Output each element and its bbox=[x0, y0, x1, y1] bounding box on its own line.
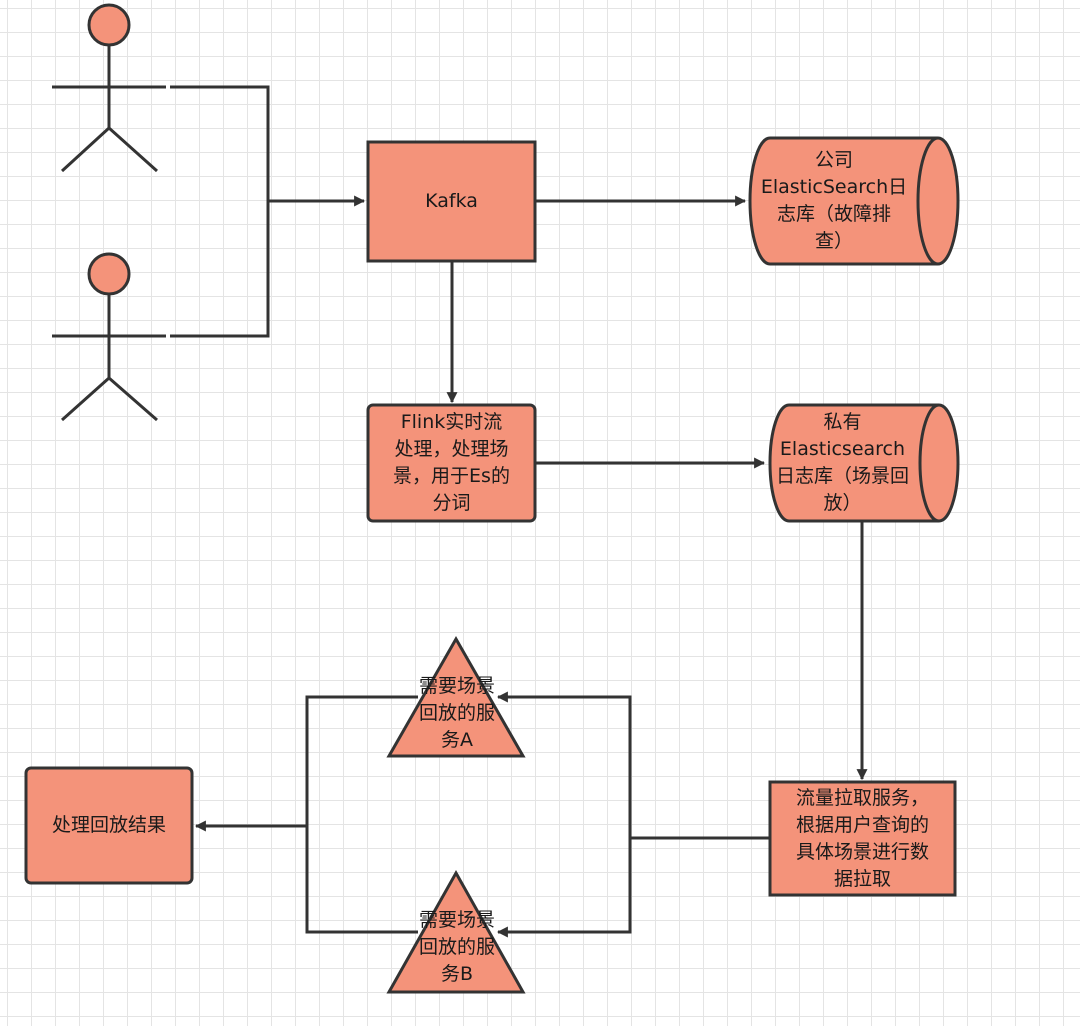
connector-branch-to-service-a bbox=[496, 691, 632, 932]
actor-user-2[interactable] bbox=[52, 252, 166, 422]
service-a-triangle[interactable] bbox=[386, 635, 526, 758]
private-es-cylinder[interactable] bbox=[768, 403, 960, 523]
flink-node[interactable] bbox=[366, 403, 537, 523]
connector-branch-to-service-b bbox=[496, 838, 632, 938]
actor-user-1[interactable] bbox=[52, 3, 166, 173]
traffic-pull-node[interactable] bbox=[768, 780, 957, 897]
connector-actors-to-kafka bbox=[170, 85, 364, 338]
service-b-triangle[interactable] bbox=[386, 869, 526, 994]
connector-services-to-result bbox=[196, 695, 418, 934]
company-es-cylinder[interactable] bbox=[748, 136, 960, 266]
result-node[interactable] bbox=[24, 766, 194, 885]
kafka-node[interactable] bbox=[366, 140, 537, 263]
